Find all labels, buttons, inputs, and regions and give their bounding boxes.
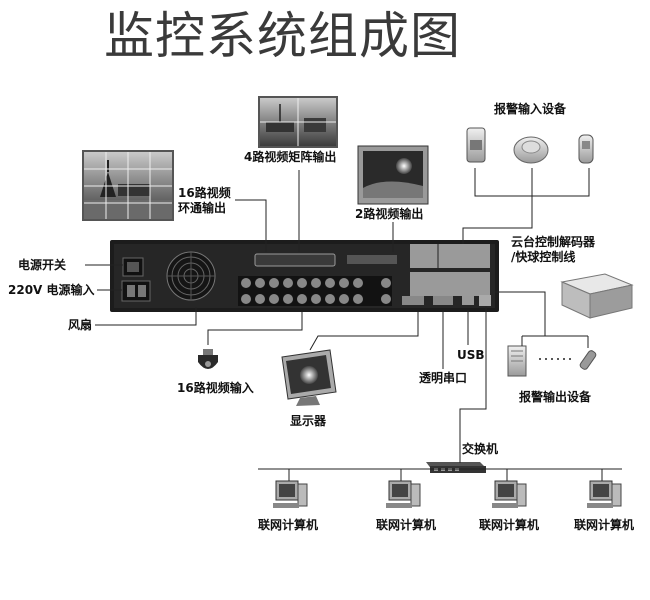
- networked-computer-4: [587, 480, 622, 508]
- alarm-output-devices: [507, 345, 597, 377]
- connection-lines: [85, 168, 622, 481]
- diagram-title: 监控系统组成图: [104, 7, 461, 65]
- video-wall-16-screen: [82, 150, 174, 221]
- ptz-decoder-box: [560, 273, 634, 319]
- label-power-input: 220V 电源输入: [8, 283, 95, 297]
- alarm-output-ellipsis: [539, 358, 571, 360]
- label-pc-3: 联网计算机: [479, 518, 540, 532]
- label-video-loop-out: 16路视频 环通输出: [178, 186, 231, 215]
- networked-computer-2: [386, 480, 421, 508]
- dvr-rear-panel: [110, 240, 499, 312]
- alarm-input-sensors: [466, 127, 594, 164]
- label-video-input-16: 16路视频输入: [177, 381, 254, 395]
- networked-computer-3: [492, 480, 527, 508]
- networked-computer-1: [273, 480, 308, 508]
- label-matrix-output: 4路视频矩阵输出: [244, 150, 337, 164]
- label-power-switch: 电源开关: [18, 258, 67, 272]
- two-channel-monitor: [357, 145, 429, 205]
- network-switch: [426, 462, 486, 473]
- label-monitor: 显示器: [290, 414, 327, 428]
- label-alarm-output-device: 报警输出设备: [519, 390, 592, 404]
- matrix-output-screen: [258, 96, 338, 148]
- label-pc-1: 联网计算机: [258, 518, 319, 532]
- label-switch: 交换机: [462, 442, 499, 456]
- ptz-dome-camera: [198, 349, 218, 369]
- label-ptz-decoder: 云台控制解码器 /快球控制线: [511, 235, 596, 264]
- label-fan: 风扇: [68, 318, 93, 332]
- label-pc-4: 联网计算机: [574, 518, 635, 532]
- display-monitor: [281, 349, 337, 406]
- label-pc-2: 联网计算机: [376, 518, 437, 532]
- label-serial-port: 透明串口: [419, 371, 468, 385]
- label-alarm-input-device: 报警输入设备: [494, 102, 567, 116]
- label-usb: USB: [457, 348, 485, 362]
- label-two-video-output: 2路视频输出: [355, 207, 424, 221]
